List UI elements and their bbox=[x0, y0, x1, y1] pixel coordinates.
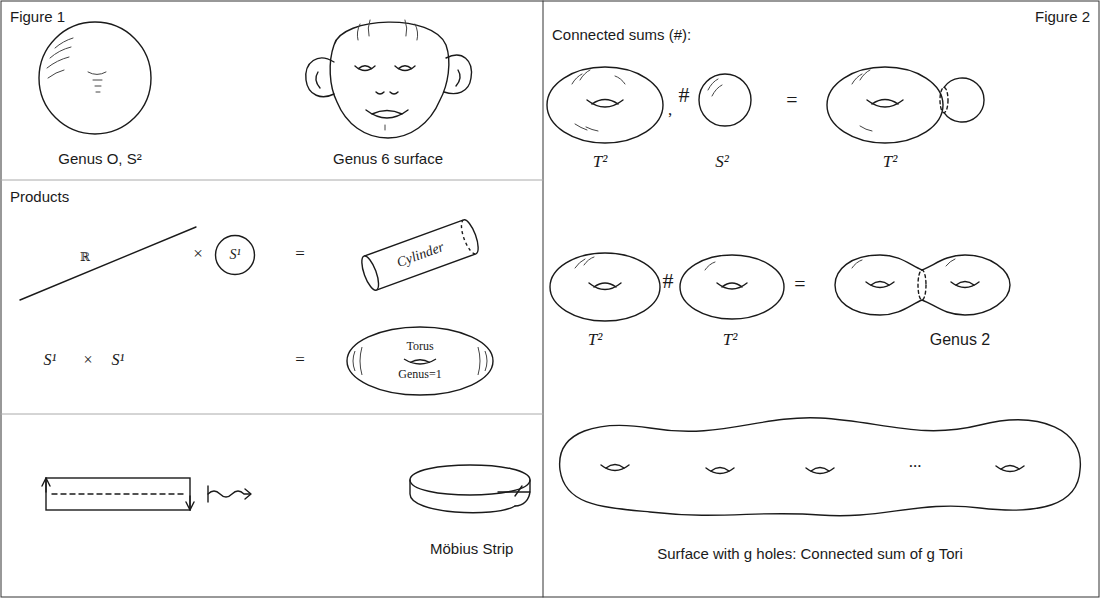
node-text: Genus=1 bbox=[398, 368, 441, 382]
text-label: S¹ bbox=[112, 350, 125, 369]
text-label: = bbox=[295, 244, 305, 264]
cylinder-shape: Cylinder bbox=[355, 215, 485, 295]
text-label: Figure 1 bbox=[10, 8, 65, 26]
text-label: Products bbox=[10, 188, 69, 206]
text-label: Figure 2 bbox=[1035, 8, 1090, 26]
text-label: T² bbox=[593, 152, 608, 172]
text-label: , bbox=[668, 100, 672, 120]
text-label: = bbox=[786, 88, 797, 112]
text-label: T² bbox=[588, 330, 603, 350]
torus-outline bbox=[345, 325, 495, 397]
circle-shape: S¹ bbox=[214, 234, 256, 276]
text-label: S² bbox=[715, 152, 729, 172]
text-label: Connected sums (#): bbox=[552, 26, 691, 44]
text-label: × bbox=[193, 244, 203, 264]
text-label: Möbius Strip bbox=[430, 540, 513, 558]
text-label: Genus 2 bbox=[930, 330, 990, 349]
text-label: T² bbox=[723, 330, 738, 350]
text-label: # bbox=[679, 82, 690, 108]
text-label: ... bbox=[909, 452, 922, 472]
node-text: Cylinder bbox=[394, 239, 446, 271]
text-label: T² bbox=[883, 152, 898, 172]
text-label: Genus O, S² bbox=[58, 150, 141, 168]
text-label: ℝ bbox=[80, 250, 90, 264]
text-label: Surface with g holes: Connected sum of g… bbox=[657, 545, 963, 563]
text-label: # bbox=[663, 268, 674, 294]
torus-shape: TorusGenus=1 bbox=[345, 325, 495, 397]
text-label: = bbox=[794, 272, 805, 296]
text-label: Genus 6 surface bbox=[333, 150, 443, 168]
text-label: S¹ bbox=[44, 350, 57, 369]
node-text: S¹ bbox=[229, 247, 240, 263]
text-label: × bbox=[83, 350, 92, 369]
text-label: = bbox=[295, 350, 305, 370]
node-text: Torus bbox=[406, 340, 433, 354]
